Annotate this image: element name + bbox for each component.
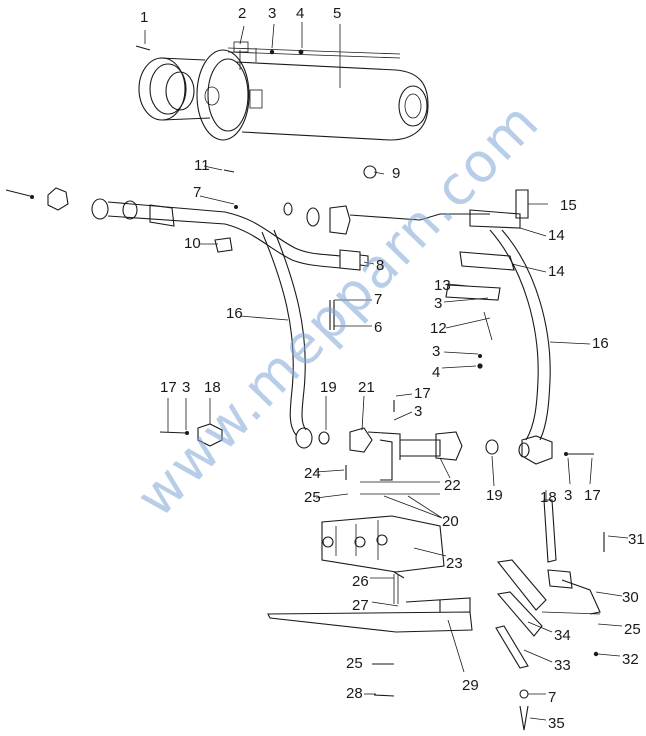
callout-16: 16 — [592, 335, 609, 352]
callout-21: 21 — [358, 379, 375, 396]
callout-3: 3 — [432, 343, 440, 360]
callout-32: 32 — [622, 651, 639, 668]
callout-5: 5 — [333, 5, 341, 22]
callout-3: 3 — [564, 487, 572, 504]
callout-8: 8 — [376, 257, 384, 274]
callout-23: 23 — [446, 555, 463, 572]
callout-31: 31 — [628, 531, 645, 548]
callout-19: 19 — [486, 487, 503, 504]
callout-3: 3 — [434, 295, 442, 312]
callout-18: 18 — [204, 379, 221, 396]
lower-right-brackets — [495, 499, 605, 731]
hydraulic-cylinder — [138, 41, 429, 141]
callout-14: 14 — [548, 227, 565, 244]
callout-10: 10 — [184, 235, 201, 252]
left-hose-assembly — [5, 187, 369, 449]
bracket-plate — [267, 574, 473, 633]
callout-17: 17 — [160, 379, 177, 396]
callout-6: 6 — [374, 319, 382, 336]
valve-block — [321, 515, 445, 573]
callout-30: 30 — [622, 589, 639, 606]
callout-7: 7 — [193, 184, 201, 201]
callout-27: 27 — [352, 597, 369, 614]
callout-13: 13 — [434, 277, 451, 294]
callout-25: 25 — [624, 621, 641, 638]
leader-lines — [144, 22, 629, 721]
callout-3: 3 — [414, 403, 422, 420]
callout-29: 29 — [462, 677, 479, 694]
callout-17: 17 — [584, 487, 601, 504]
callout-20: 20 — [442, 513, 459, 530]
callout-19: 19 — [320, 379, 337, 396]
callout-22: 22 — [444, 477, 461, 494]
callout-16: 16 — [226, 305, 243, 322]
callout-25: 25 — [304, 489, 321, 506]
callout-24: 24 — [304, 465, 321, 482]
callout-2: 2 — [238, 5, 246, 22]
callout-11: 11 — [194, 157, 210, 174]
callout-17: 17 — [414, 385, 431, 402]
callout-7: 7 — [548, 689, 556, 706]
callout-33: 33 — [554, 657, 571, 674]
watermark-text: www.mepparn.com — [124, 90, 551, 530]
callout-4: 4 — [432, 364, 440, 381]
callout-25: 25 — [346, 655, 363, 672]
callout-12: 12 — [430, 320, 447, 337]
callout-1: 1 — [140, 9, 148, 26]
callout-35: 35 — [548, 715, 565, 732]
callout-34: 34 — [554, 627, 571, 644]
callout-3: 3 — [182, 379, 190, 396]
callout-28: 28 — [346, 685, 363, 702]
callout-26: 26 — [352, 573, 369, 590]
callout-18: 18 — [540, 489, 557, 506]
callout-3: 3 — [268, 5, 276, 22]
callout-14: 14 — [548, 263, 565, 280]
callout-15: 15 — [560, 197, 577, 214]
callout-4: 4 — [296, 5, 304, 22]
callout-9: 9 — [392, 165, 400, 182]
centre-fittings — [349, 427, 499, 495]
callout-7: 7 — [374, 291, 382, 308]
